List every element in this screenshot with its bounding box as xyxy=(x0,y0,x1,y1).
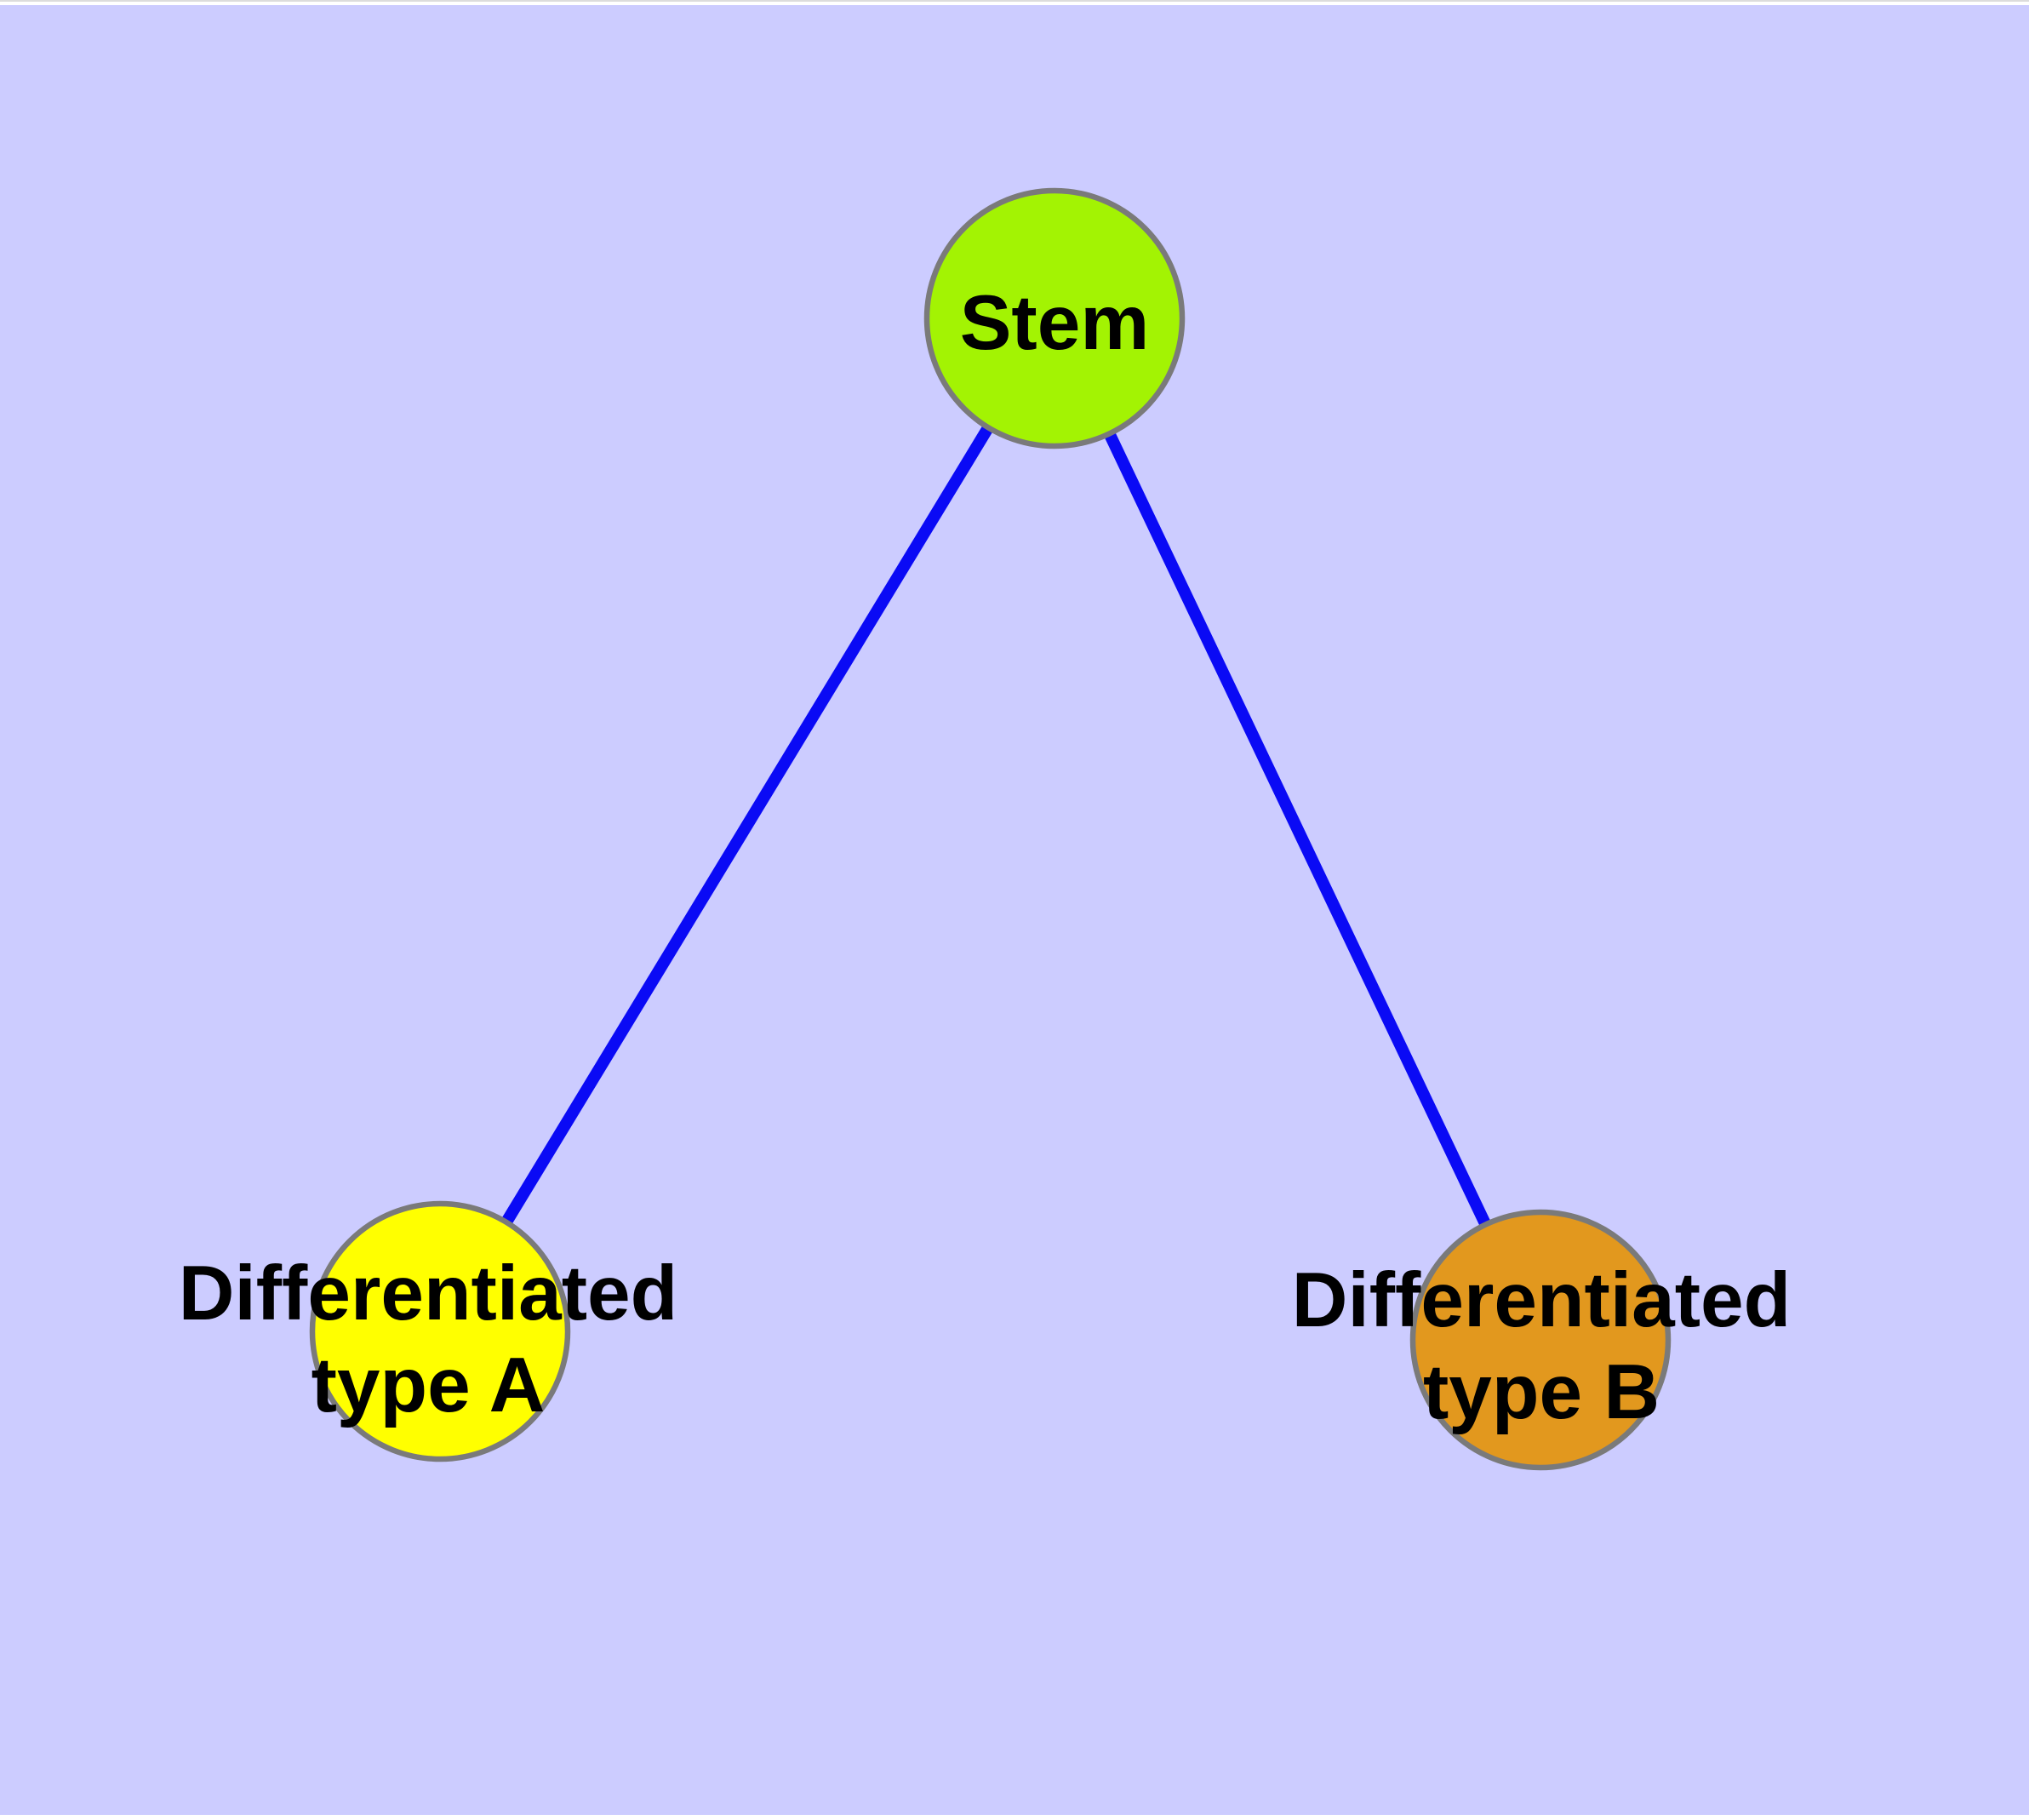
node-labels: Stem Differentiated type A Differentiate… xyxy=(179,280,1792,1435)
node-stem-label: Stem xyxy=(960,280,1150,366)
edges xyxy=(434,312,1546,1346)
node-differentiated-type-b xyxy=(1409,1209,1672,1471)
node-type-b-label-line1: Differentiated xyxy=(1292,1257,1792,1343)
node-type-a-label-line1: Differentiated xyxy=(179,1251,678,1336)
edge-stem-to-type-a xyxy=(434,312,1060,1337)
node-differentiated-type-a xyxy=(309,1200,571,1462)
node-type-a-label-line2: type A xyxy=(311,1342,546,1428)
edge-stem-to-type-b xyxy=(1049,312,1546,1346)
node-stem xyxy=(923,187,1186,449)
nodes xyxy=(309,187,1672,1471)
node-type-b-label-line2: type B xyxy=(1423,1349,1660,1435)
window-top-hairline xyxy=(0,0,2029,2)
